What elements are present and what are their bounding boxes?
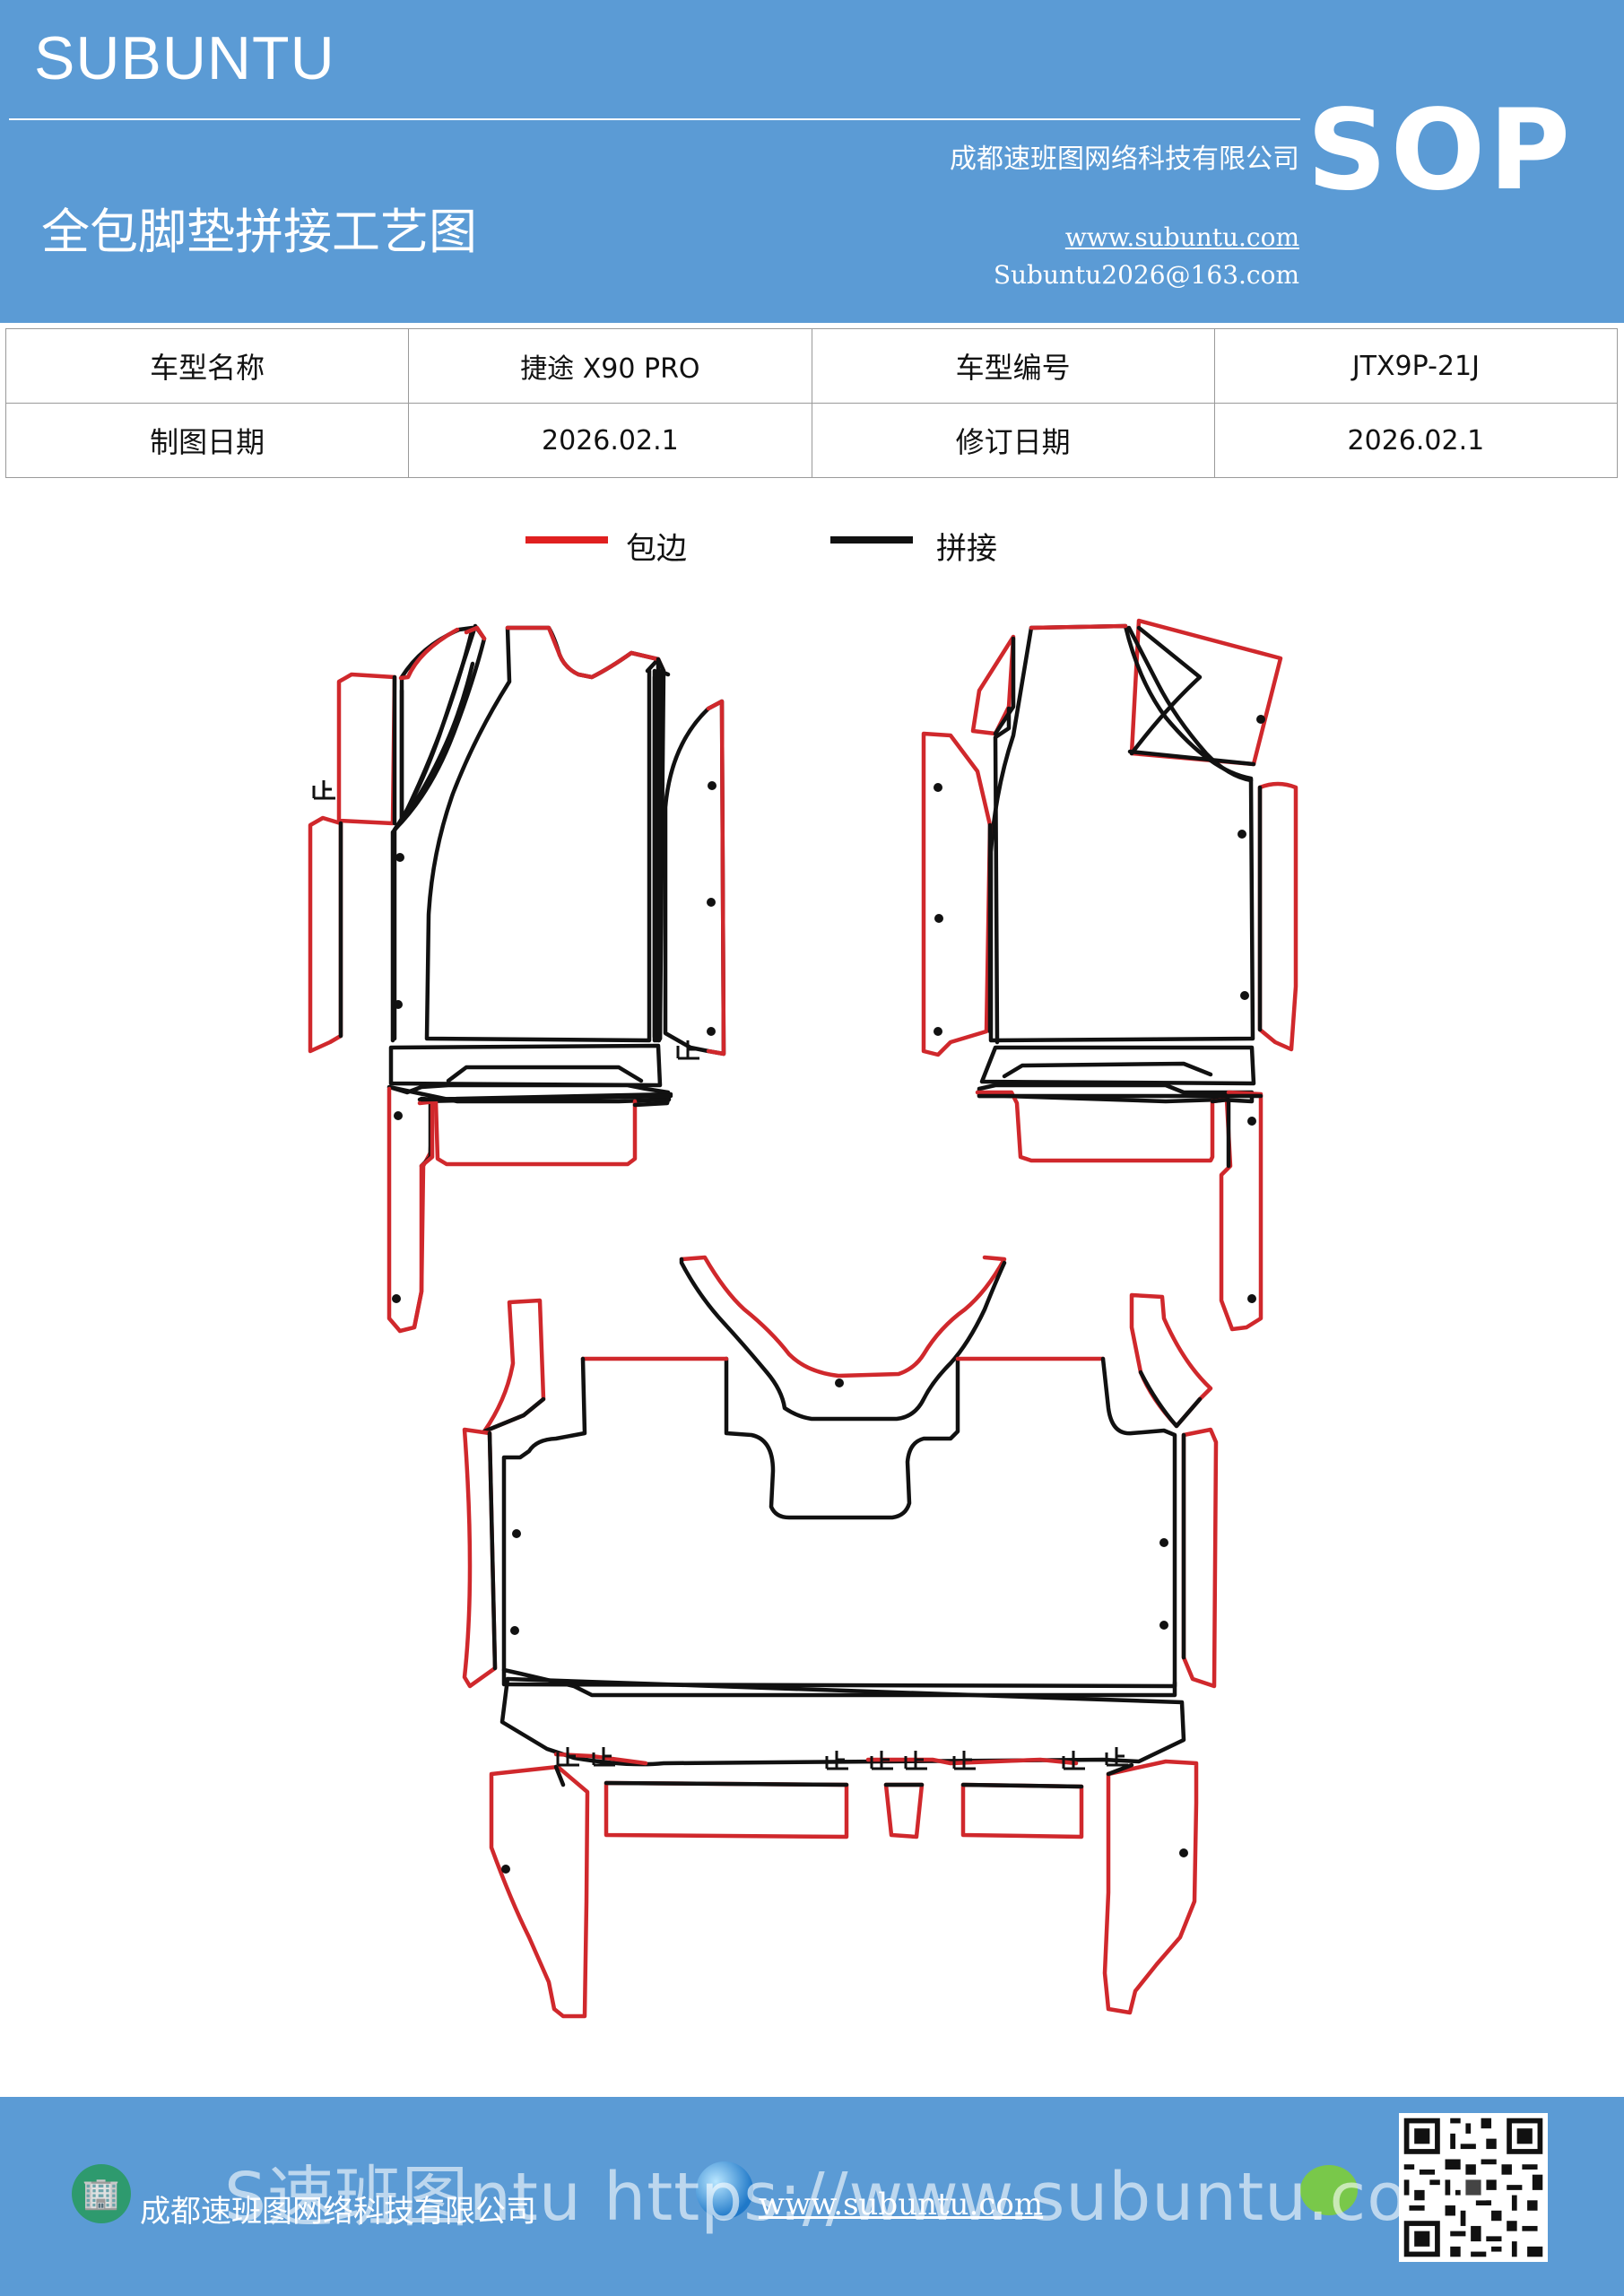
- fastener-dots: [392, 715, 1265, 1874]
- header-banner: SUBUNTU 成都速班图网络科技有限公司 全包脚垫拼接工艺图 www.subu…: [0, 0, 1624, 323]
- footer-watermark: S速班图ntu https://www.subuntu.com: [224, 2159, 1474, 2236]
- legend-seam-label: 拼接: [936, 531, 997, 567]
- model-code-label: 车型编号: [811, 328, 1215, 404]
- table-row: 制图日期 2026.02.1 修订日期 2026.02.1: [4, 403, 1619, 478]
- legend-seam-line: [830, 536, 913, 544]
- revision-date-label: 修订日期: [811, 403, 1215, 478]
- brand-name: SUBUNTU: [34, 24, 335, 92]
- model-code-value: JTX9P-21J: [1213, 328, 1619, 404]
- wechat-icon: [1300, 2165, 1358, 2215]
- header-divider: [9, 118, 1300, 120]
- footer-banner: 🏢 成都速班图网络科技有限公司 www.subuntu.com S速班图ntu …: [0, 2097, 1624, 2296]
- globe-icon: [696, 2161, 753, 2219]
- footer-company: 成都速班图网络科技有限公司: [140, 2194, 536, 2230]
- clip-marks: [312, 778, 1130, 1770]
- draw-date-label: 制图日期: [4, 403, 410, 478]
- footer-website-link[interactable]: www.subuntu.com: [759, 2187, 1044, 2222]
- table-row: 车型名称 捷途 X90 PRO 车型编号 JTX9P-21J: [4, 328, 1619, 404]
- front-right-mat: [921, 618, 1298, 1332]
- model-name-value: 捷途 X90 PRO: [408, 328, 812, 404]
- email-address: Subuntu2026@163.com: [993, 260, 1299, 290]
- legend-binding-line: [525, 536, 608, 544]
- front-left-mat: [308, 623, 726, 1334]
- vehicle-info-table: 车型名称 捷途 X90 PRO 车型编号 JTX9P-21J 制图日期 2026…: [4, 328, 1619, 478]
- sop-badge: SOP: [1307, 86, 1574, 215]
- qr-code[interactable]: [1399, 2113, 1548, 2262]
- building-icon: 🏢: [72, 2164, 131, 2223]
- legend-binding-label: 包边: [626, 531, 687, 567]
- revision-date-value: 2026.02.1: [1213, 403, 1619, 478]
- company-name: 成都速班图网络科技有限公司: [950, 144, 1299, 175]
- draw-date-value: 2026.02.1: [408, 403, 812, 478]
- rear-mat: [462, 1255, 1219, 2019]
- model-name-label: 车型名称: [4, 328, 410, 404]
- website-link[interactable]: www.subuntu.com: [1064, 222, 1299, 252]
- document-title: 全包脚垫拼接工艺图: [41, 204, 477, 260]
